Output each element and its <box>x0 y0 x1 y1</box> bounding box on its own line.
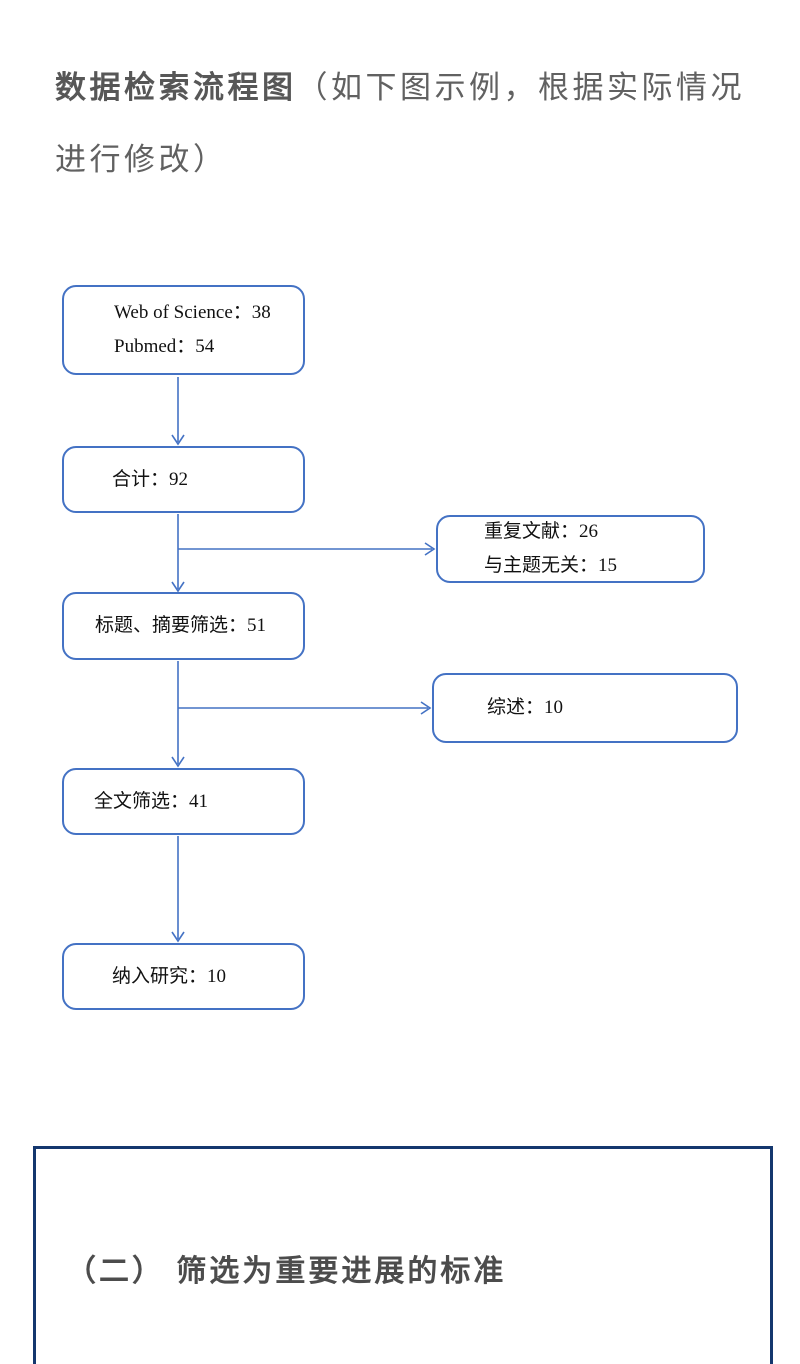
flow-node-excluded-reviews: 综述：10 <box>432 673 738 743</box>
flow-node-included-studies: 纳入研究：10 <box>62 943 305 1010</box>
flow-node-fulltext-screen-line1: 全文筛选：41 <box>94 790 209 812</box>
flow-node-excluded-duplicates-line2: 与主题无关：15 <box>484 555 618 576</box>
page-title-bold: 数据检索流程图 <box>55 70 297 105</box>
flow-node-excluded-duplicates-line1: 重复文献：26 <box>484 521 599 542</box>
flow-node-fulltext-screen: 全文筛选：41 <box>62 768 305 835</box>
flow-node-sources-line1: Web of Science：38 <box>114 302 271 323</box>
arrow-total-to-screen <box>171 514 185 593</box>
arrow-sources-to-total <box>171 377 185 446</box>
flow-node-excluded-reviews-line1: 综述：10 <box>487 697 564 718</box>
arrow-branch-duplicates <box>178 542 436 556</box>
arrow-screen-to-fulltext <box>171 661 185 768</box>
arrow-branch-reviews <box>178 701 432 715</box>
flow-node-excluded-duplicates: 重复文献：26 与主题无关：15 <box>436 515 705 583</box>
section-heading: （二） 筛选为重要进展的标准 <box>66 1255 507 1288</box>
flow-node-sources: Web of Science：38 Pubmed：54 <box>62 285 305 375</box>
flow-node-title-abstract-screen-line1: 标题、摘要筛选：51 <box>95 615 267 636</box>
flow-node-included-studies-line1: 纳入研究：10 <box>112 965 227 987</box>
page-title: 数据检索流程图（如下图示例，根据实际情况进行修改） <box>55 52 747 196</box>
flow-node-total-line1: 合计：92 <box>112 468 189 490</box>
flow-node-total: 合计：92 <box>62 446 305 513</box>
flow-node-title-abstract-screen: 标题、摘要筛选：51 <box>62 592 305 660</box>
page-title-rest: （如下图示例，根据实际情况进行修改） <box>55 70 745 177</box>
arrow-fulltext-to-included <box>171 836 185 943</box>
section-box: （二） 筛选为重要进展的标准 <box>33 1146 773 1364</box>
flow-node-sources-line2: Pubmed：54 <box>114 336 215 357</box>
